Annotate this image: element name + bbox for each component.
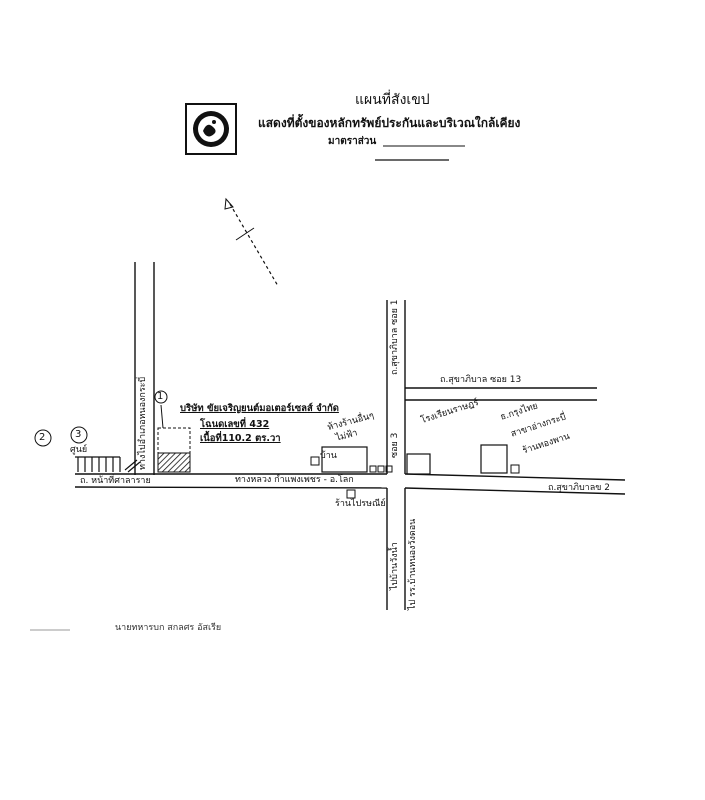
footer-note: นายทหารบก สกลศร อัสเรีย bbox=[115, 623, 222, 633]
building-center-box bbox=[321, 446, 368, 473]
house-small-label: บ้าน bbox=[320, 451, 337, 461]
small-box-right bbox=[510, 464, 520, 474]
main-road-line-a2 bbox=[404, 473, 626, 481]
map-subtitle: แสดงที่ตั้งของหลักทรัพย์ประกันและบริเวณใ… bbox=[258, 116, 521, 130]
left-fence bbox=[75, 456, 141, 473]
marker-circle-2 bbox=[34, 429, 52, 447]
marker-3-number: 3 bbox=[75, 429, 82, 440]
bottom-vertical-road-label-1: ไปบ้านวังน้ำ bbox=[390, 542, 400, 590]
small-box-3 bbox=[385, 465, 393, 473]
marker-circle-1 bbox=[154, 390, 168, 404]
shop-below-label: ร้านไปรษณีย์ bbox=[335, 499, 386, 509]
north-arrow bbox=[224, 197, 279, 287]
map-title: แผนที่สังเขป bbox=[355, 92, 430, 108]
lower-left-road-label: ถ. หน้าที่ศาลาราย bbox=[80, 476, 151, 486]
building-right-1-box bbox=[406, 453, 431, 475]
marker-circle-3 bbox=[70, 426, 88, 444]
bottom-vertical-road-label-2: ไป รร.บ้านหนองวังดอน bbox=[408, 518, 418, 610]
plot-hatched bbox=[157, 452, 191, 473]
company-label: บริษัท ขัยเจริญยนต์มอเตอร์เซลส์ จำกัด bbox=[180, 403, 339, 414]
right-road-label: ถ.สุขาภิบาลข 2 bbox=[548, 483, 610, 493]
short-left-label: ศูนย์ bbox=[70, 445, 88, 455]
soi3-label: ซอย 3 bbox=[390, 432, 400, 458]
left-vertical-road-label: ทางไปอำเภอหนองกระบี่ bbox=[138, 376, 148, 470]
shop-below-box bbox=[346, 489, 356, 499]
plot-number: 1 bbox=[157, 391, 164, 402]
area-label: เนื้อที่110.2 ตร.วา bbox=[200, 433, 281, 444]
scale-label: มาตราส่วน bbox=[328, 136, 377, 147]
main-road-line-b bbox=[74, 486, 388, 489]
top-right-road-label: ถ.สุขาภิบาล ซอย 13 bbox=[440, 375, 522, 385]
house-small-box bbox=[310, 456, 320, 466]
marker-2-number: 2 bbox=[39, 432, 46, 443]
main-road-line-b2 bbox=[404, 487, 626, 495]
deed-label: โฉนดเลขที่ 432 bbox=[200, 419, 270, 430]
small-box-1 bbox=[369, 465, 377, 473]
building-right-2-box bbox=[480, 444, 508, 474]
top-vertical-road-label: ถ.สุขาภิบาล ซอย 1 bbox=[390, 299, 400, 375]
plot-pointer bbox=[160, 404, 164, 429]
small-box-2 bbox=[377, 465, 385, 473]
emblem-logo bbox=[185, 103, 237, 155]
main-road-label: ทางหลวง กำแพงเพชร - อ.โลก bbox=[235, 475, 354, 485]
